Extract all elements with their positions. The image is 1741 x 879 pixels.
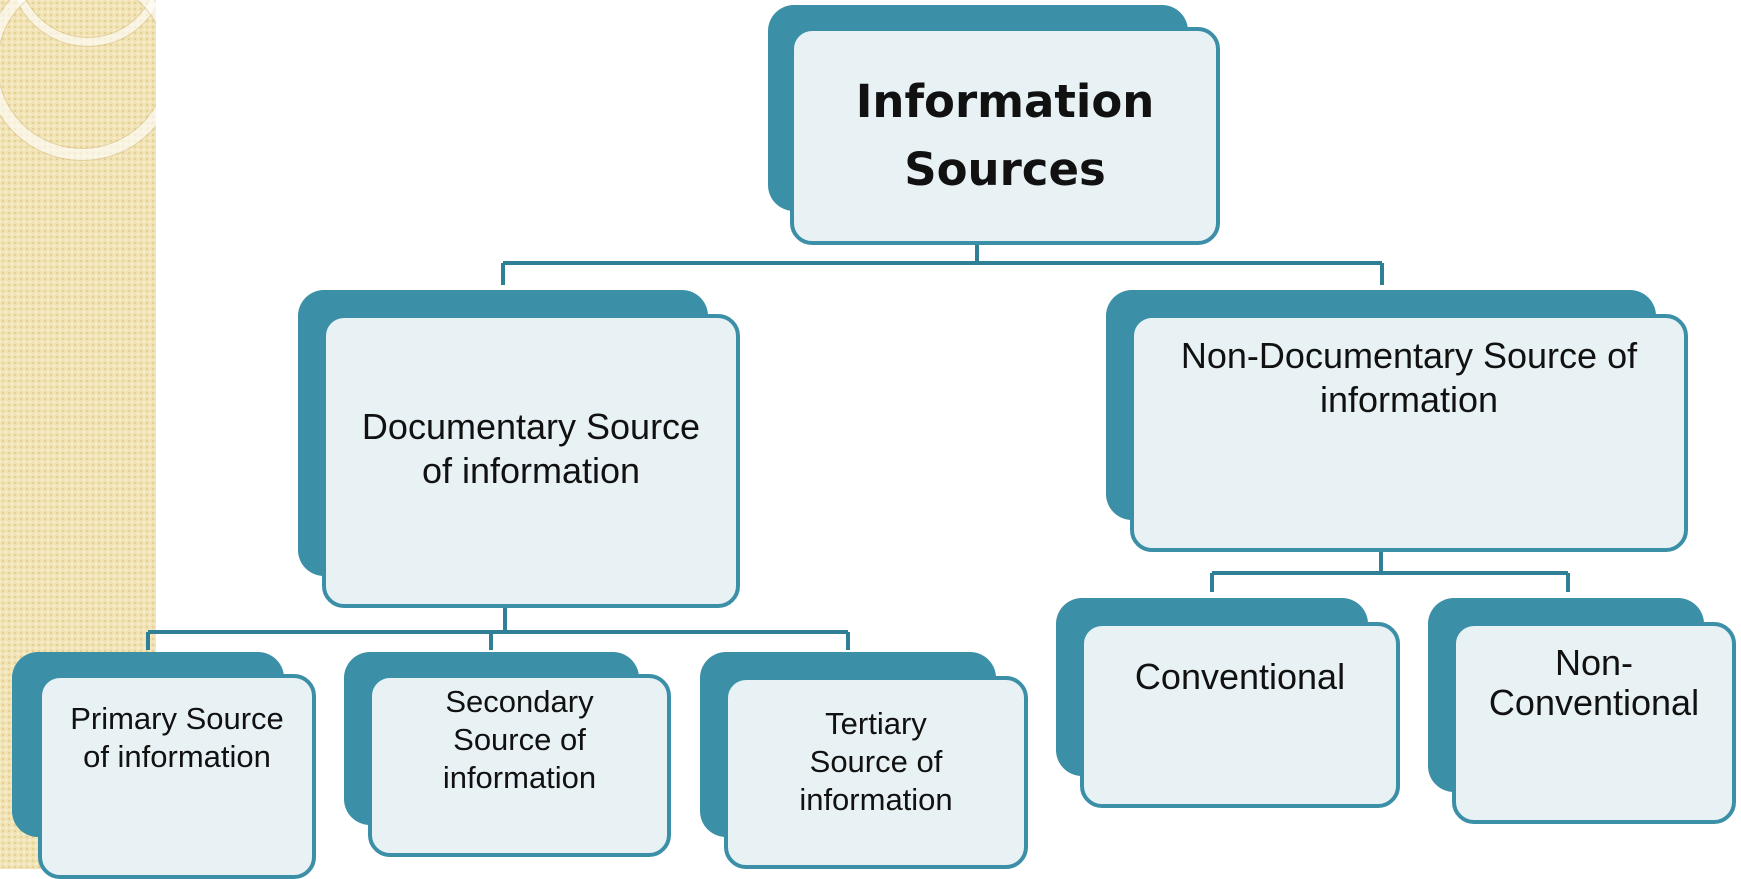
- node-primary-source: Primary Source of information: [12, 652, 316, 879]
- decorative-ring: [0, 0, 156, 160]
- node-label: Non-Documentary Source of information: [1180, 335, 1638, 420]
- connector-nondocumentary-to-children: [1210, 551, 1570, 592]
- connector-documentary-to-children: [146, 606, 850, 650]
- node-label: Documentary Source of information: [361, 406, 701, 491]
- node-secondary-source: Secondary Source of information: [344, 652, 671, 857]
- node-conventional: Conventional: [1056, 598, 1400, 808]
- node-non-conventional: Non- Conventional: [1428, 598, 1736, 824]
- node-label: Information Sources: [855, 75, 1155, 196]
- node-label: Primary Source of information: [70, 701, 284, 774]
- connector-root-to-level1: [501, 243, 1384, 285]
- node-information-sources: Information Sources: [768, 5, 1220, 245]
- node-label: Secondary Source of information: [442, 684, 597, 795]
- node-tertiary-source: Tertiary Source of information: [700, 652, 1028, 869]
- node-label: Tertiary Source of information: [799, 706, 953, 817]
- node-documentary-source: Documentary Source of information: [298, 290, 740, 608]
- node-label: Conventional: [1134, 656, 1346, 697]
- node-label: Non- Conventional: [1488, 642, 1700, 723]
- node-non-documentary-source: Non-Documentary Source of information: [1106, 290, 1688, 552]
